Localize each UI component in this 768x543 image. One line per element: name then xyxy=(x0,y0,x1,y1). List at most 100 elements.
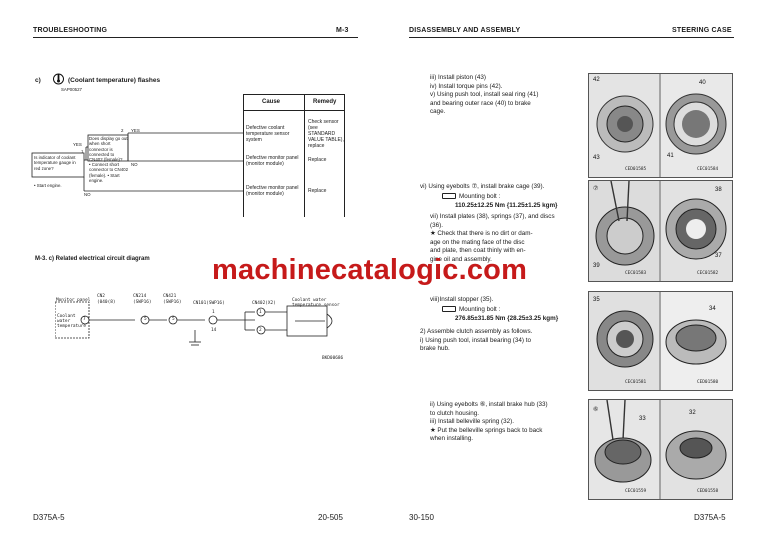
step-line: iii) Install piston (43) xyxy=(430,74,486,81)
steps-block-3: ii) Using eyebolts ⑥, install brake hub … xyxy=(430,401,548,444)
step-line: ★ Put the belleville springs back to bac… xyxy=(430,426,543,434)
flowchart-lines xyxy=(31,132,243,192)
circuit-pin-e: 14 xyxy=(211,328,217,333)
flow-num-2: 2 xyxy=(121,128,124,133)
step-line: gine oil and assembly. xyxy=(430,255,492,263)
right-header-rule xyxy=(409,37,734,38)
photo-label: 42 xyxy=(593,77,600,83)
circuit-pin-f: 1 xyxy=(259,310,262,315)
photo-label: ⑥ xyxy=(593,407,599,413)
circuit-cn421-sub: (SWP16) xyxy=(163,300,182,305)
photo-piston-drawing xyxy=(589,74,732,177)
bolt-icon xyxy=(442,193,456,200)
circuit-coolant-label: Coolant water temperature xyxy=(57,314,87,329)
photo-label: 35 xyxy=(593,297,600,303)
photo-code: CEC01559 xyxy=(625,489,647,494)
step-line: ★ Check that there is no dirt or dam- xyxy=(430,230,533,238)
watermark-text: machinecatalogic.com xyxy=(212,254,528,286)
left-header-rule xyxy=(33,37,358,38)
circuit-cn2-sub: (040(8) xyxy=(97,300,116,305)
left-footer-model: D375A-5 xyxy=(33,513,65,522)
step-line: when installing. xyxy=(430,435,474,443)
circuit-sensor-label: Coolant water temperature sensor xyxy=(292,298,340,308)
flow-yes-1: YES xyxy=(73,142,82,147)
table-header-cause: Cause xyxy=(262,99,281,105)
flow-num-1: 1 xyxy=(81,149,84,154)
flow-no-2: NO xyxy=(131,162,138,167)
table-remedy-1: Check sensor (see STANDARD VALUE TABLE),… xyxy=(308,119,344,149)
circuit-cn101: CN101(SWP16) xyxy=(193,301,225,306)
circuit-cn2: CN2 xyxy=(97,294,105,299)
section-title: (Coolant temperature) flashes xyxy=(68,77,161,84)
left-header-code: M-3 xyxy=(336,27,349,34)
step-line: v) Using push tool, install seal ring (4… xyxy=(430,91,539,99)
bolt-icon xyxy=(442,306,456,313)
flow-box-2: Does display go out when short connector… xyxy=(89,136,128,163)
photo-code: CED01558 xyxy=(697,489,719,494)
coolant-temperature-icon xyxy=(52,72,65,85)
photo-stopper-drawing xyxy=(589,292,732,390)
photo-label: ⑦ xyxy=(593,186,599,192)
circuit-pin-d: 1 xyxy=(212,310,215,315)
step-line: age on the mating face of the disc xyxy=(430,238,525,246)
bolt-spec-2: Mounting bolt : xyxy=(442,306,500,315)
flow-box-2-note: • Connect short connector to CN402 (fema… xyxy=(89,162,129,183)
photo-label: 40 xyxy=(699,80,706,86)
right-footer-page: 30-150 xyxy=(409,513,434,522)
circuit-cn421: CN421 xyxy=(163,294,177,299)
photo-label: 37 xyxy=(715,253,722,259)
step-line: (36). xyxy=(430,221,443,229)
photo-label: 32 xyxy=(689,410,696,416)
bolt-label-2: Mounting bolt : xyxy=(459,306,501,313)
step-line: and bearing outer race (40) to brake xyxy=(430,99,531,107)
bolt-value-1: 110.25±12.25 Nm {11.25±1.25 kgm} xyxy=(455,202,558,209)
step-viii: viii)Install stopper (35). xyxy=(430,296,494,303)
right-header-section: STEERING CASE xyxy=(672,27,732,34)
circuit-cn402: CN402(X2) xyxy=(252,301,276,306)
photo-code: CEC01581 xyxy=(625,380,647,385)
image-code: SAP00527 xyxy=(61,87,82,92)
circuit-monitor-panel: Monitor panel xyxy=(56,298,91,303)
circuit-title: M-3. c) Related electrical circuit diagr… xyxy=(35,256,150,262)
photo-piston-install: 42 40 43 41 CED01585 CEC01584 xyxy=(588,73,733,178)
left-footer-page: 20-505 xyxy=(318,513,343,522)
photo-label: 38 xyxy=(715,187,722,193)
step-line: ii) Using eyebolts ⑥, install brake hub … xyxy=(430,401,548,408)
table-cause-3: Defective monitor panel (monitor module) xyxy=(246,185,299,197)
table-cause-2: Defective monitor panel (monitor module) xyxy=(246,155,299,167)
photo-label: 39 xyxy=(593,263,600,269)
photo-brake-hub: ⑥ 33 32 CEC01559 CED01558 xyxy=(588,399,733,500)
flow-yes-2: YES xyxy=(131,128,140,133)
flow-box-1: Is indicator of coolant temperature gaug… xyxy=(34,155,76,171)
photo-label: 41 xyxy=(667,153,674,159)
photo-label: 43 xyxy=(593,155,600,161)
photo-code: CED01580 xyxy=(697,380,719,385)
step-vi: vi) Using eyebolts ⑦, install brake cage… xyxy=(420,183,545,190)
section-letter: c) xyxy=(35,77,41,84)
step-line: iv) Install torque pins (42). xyxy=(430,82,503,90)
step-line: i) Using push tool, install bearing (34)… xyxy=(420,336,531,344)
bolt-label-1: Mounting bolt : xyxy=(459,193,501,200)
table-header-remedy: Remedy xyxy=(313,99,337,105)
right-footer-model: D375A-5 xyxy=(694,513,726,522)
bolt-value-2: 276.85±31.85 Nm {28.25±3.25 kgm} xyxy=(455,315,559,322)
circuit-pin-c: 5 xyxy=(172,317,175,322)
step-line: brake hub. xyxy=(420,345,450,353)
circuit-cn214-sub: (SWP16) xyxy=(133,300,152,305)
step-line: 2) Assemble clutch assembly as follows. xyxy=(420,328,533,335)
step-line: vii) Install plates (38), springs (37), … xyxy=(430,213,555,220)
steps-block-a: iii) Install piston (43) iv) Install tor… xyxy=(430,74,539,117)
circuit-wiring xyxy=(55,301,333,346)
photo-label: 34 xyxy=(709,306,716,312)
circuit-pin-g: 2 xyxy=(259,328,262,333)
circuit-pin-b: 5 xyxy=(144,317,147,322)
circuit-cn214: CN214 xyxy=(133,294,147,299)
steps-block-2: 2) Assemble clutch assembly as follows. … xyxy=(420,328,532,354)
right-header-title: DISASSEMBLY AND ASSEMBLY xyxy=(409,27,521,34)
flow-no-1: NO xyxy=(84,192,91,197)
photo-code: CEC01582 xyxy=(697,271,719,276)
photo-brake-cage: ⑦ 38 39 37 CEC01583 CEC01582 xyxy=(588,180,733,282)
photo-label: 33 xyxy=(639,416,646,422)
table-remedy-2: Replace xyxy=(308,157,327,163)
step-line: iii) Install belleville spring (32). xyxy=(430,418,514,426)
